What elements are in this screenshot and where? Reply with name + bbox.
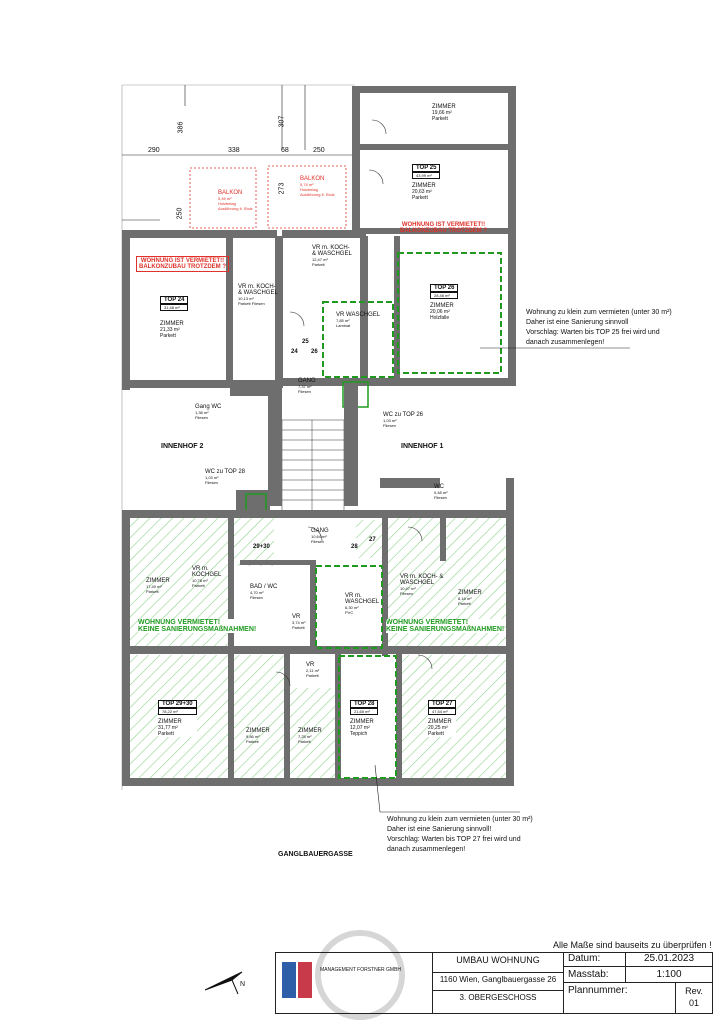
room-vr-lower: VR 2,11 m² Parkett [306,662,320,678]
room-vr-koch-l: VR m. KOCHGEL 10,78 m² Parkett [192,566,222,588]
dim-68: 68 [281,147,289,154]
room-wc28: WC zu TOP 28 1,03 m² Fliesen [205,469,246,485]
dim-307: 307 [278,115,286,128]
note-right-vermietet: WOHNUNG VERMIETET! KEINE SANIERUNGSMAßNA… [386,619,505,633]
room-vr-28: VR m. WASCHGEL 6,30 m² PVC [345,593,380,615]
room-vr-koch-top: VR m. KOCH- & WASCHGEL 12,47 m² Parkett [312,245,352,267]
door-24: 24 [291,349,298,355]
annotation-top28: Wohnung zu klein zum vermieten (unter 30… [387,816,533,853]
room-top-zimmer: ZIMMER 19,66 m² Parkett [432,104,456,122]
dim-290: 290 [148,147,160,154]
company-logo-icon [282,962,296,998]
dimension-lines [122,85,355,221]
room-top28: TOP 28 21,65 m² ZIMMER 12,07 m² Teppich [350,700,379,737]
annotation-top26: Wohnung zu klein zum vermieten (unter 30… [526,309,672,346]
revision: Rev. 01 [685,986,703,1008]
door-29-30: 29+30 [253,544,270,550]
top25-note: WOHNUNG IST VERMIETET!! BALKONZUBAU TROT… [400,222,487,234]
balkon-1: BALKON 5,45 m² Holzbelag Ausführung lt. … [218,190,253,211]
project-level: 3. OBERGESCHOSS [433,991,564,1013]
date-label: Datum: [564,953,626,967]
room-top25: TOP 25 43,99 m² ZIMMER 20,63 m² Parkett [412,164,441,201]
room-top26: TOP 26 28,46 m² ZIMMER 20,06 m² Holzfall… [430,284,459,321]
plan-number-label: Plannummer: [564,983,676,1013]
room-zimmer-a: ZIMMER 9,86 m² Parkett [246,728,270,744]
scale-value: 1:100 [626,967,712,983]
room-top29-30: TOP 29+30 78,22 m² ZIMMER 31,77 m² Parke… [158,700,197,737]
dim-386: 386 [177,121,185,134]
balconies [189,165,347,229]
balkon-2: BALKON 5,74 m² Holzbelag Ausführung lt. … [300,176,335,197]
svg-text:N: N [240,981,245,988]
dim-250: 250 [313,147,325,154]
room-bad-wc: BAD / WC 4,70 m² Fliesen [250,584,278,600]
room-vr-small: VR 3,74 m² Parkett [292,614,306,630]
staircase [281,419,345,516]
project-title: UMBAU WOHNUNG [433,953,564,973]
room-zimmer-r: ZIMMER 8,18 m² Parkett [458,590,482,606]
dim-338: 338 [228,147,240,154]
room-wc26: WC zu TOP 26 1,03 m² Fliesen [383,412,424,428]
warning-text: Alle Maße sind bauseits zu überprüfen ! [553,940,712,950]
room-zimmer-l: ZIMMER 17,40 m² Parkett [146,578,170,594]
north-arrow-icon: N [204,971,245,995]
dim-273: 273 [278,182,286,195]
room-vr-wasch-26: VR WASCHGEL 7,85 m² Laminat [336,312,381,328]
room-gang-mid: GANG 10,64 m² Fliesen [311,528,329,544]
dim-250-v: 250 [176,207,184,220]
room-vr-koch-24: VR m. KOCH- & WASCHGEL 10,13 m² Parkett … [238,284,278,306]
project-address: 1160 Wien, Ganglbauergasse 26 [433,973,564,991]
street-name: GANGLBAUERGASSE [278,851,353,858]
innenhof-2: INNENHOF 2 [161,443,204,450]
note-left-vermietet: WOHNUNG VERMIETET! KEINE SANIERUNGSMAßNA… [138,619,257,633]
room-vr-koch-27: VR m. KOCH- & WASCHGEL 10,47 m² Fliesen [400,574,444,596]
room-top24: TOP 24 31,48 m² ZIMMER 21,33 m² Parkett [160,296,189,339]
room-gang-top: GANG 7,37 m² Fliesen [298,378,316,394]
innenhof-1: INNENHOF 1 [401,443,444,450]
room-wc-right: WC 0,48 m² Fliesen [434,484,448,500]
door-28: 28 [351,544,358,550]
room-zimmer-b: ZIMMER 7,25 m² Parkett [298,728,322,744]
company-cell: MANAGEMENT FORSTNER GMBH [276,953,433,1013]
room-top27: TOP 27 47,54 m² ZIMMER 20,25 m² Parkett [428,700,457,737]
door-27: 27 [369,537,376,543]
top24-note: WOHNUNG IST VERMIETET!! BALKONZUBAU TROT… [136,256,229,272]
door-26: 26 [311,349,318,355]
door-25: 25 [302,339,309,345]
title-block: MANAGEMENT FORSTNER GMBH UMBAU WOHNUNG 1… [275,952,713,1014]
date-value: 25.01.2023 [626,953,712,967]
watermark-logo-icon [315,930,405,1020]
room-gang-wc: Gang WC 1,38 m² Fliesen [195,404,222,420]
scale-label: Masstab: [564,967,626,983]
